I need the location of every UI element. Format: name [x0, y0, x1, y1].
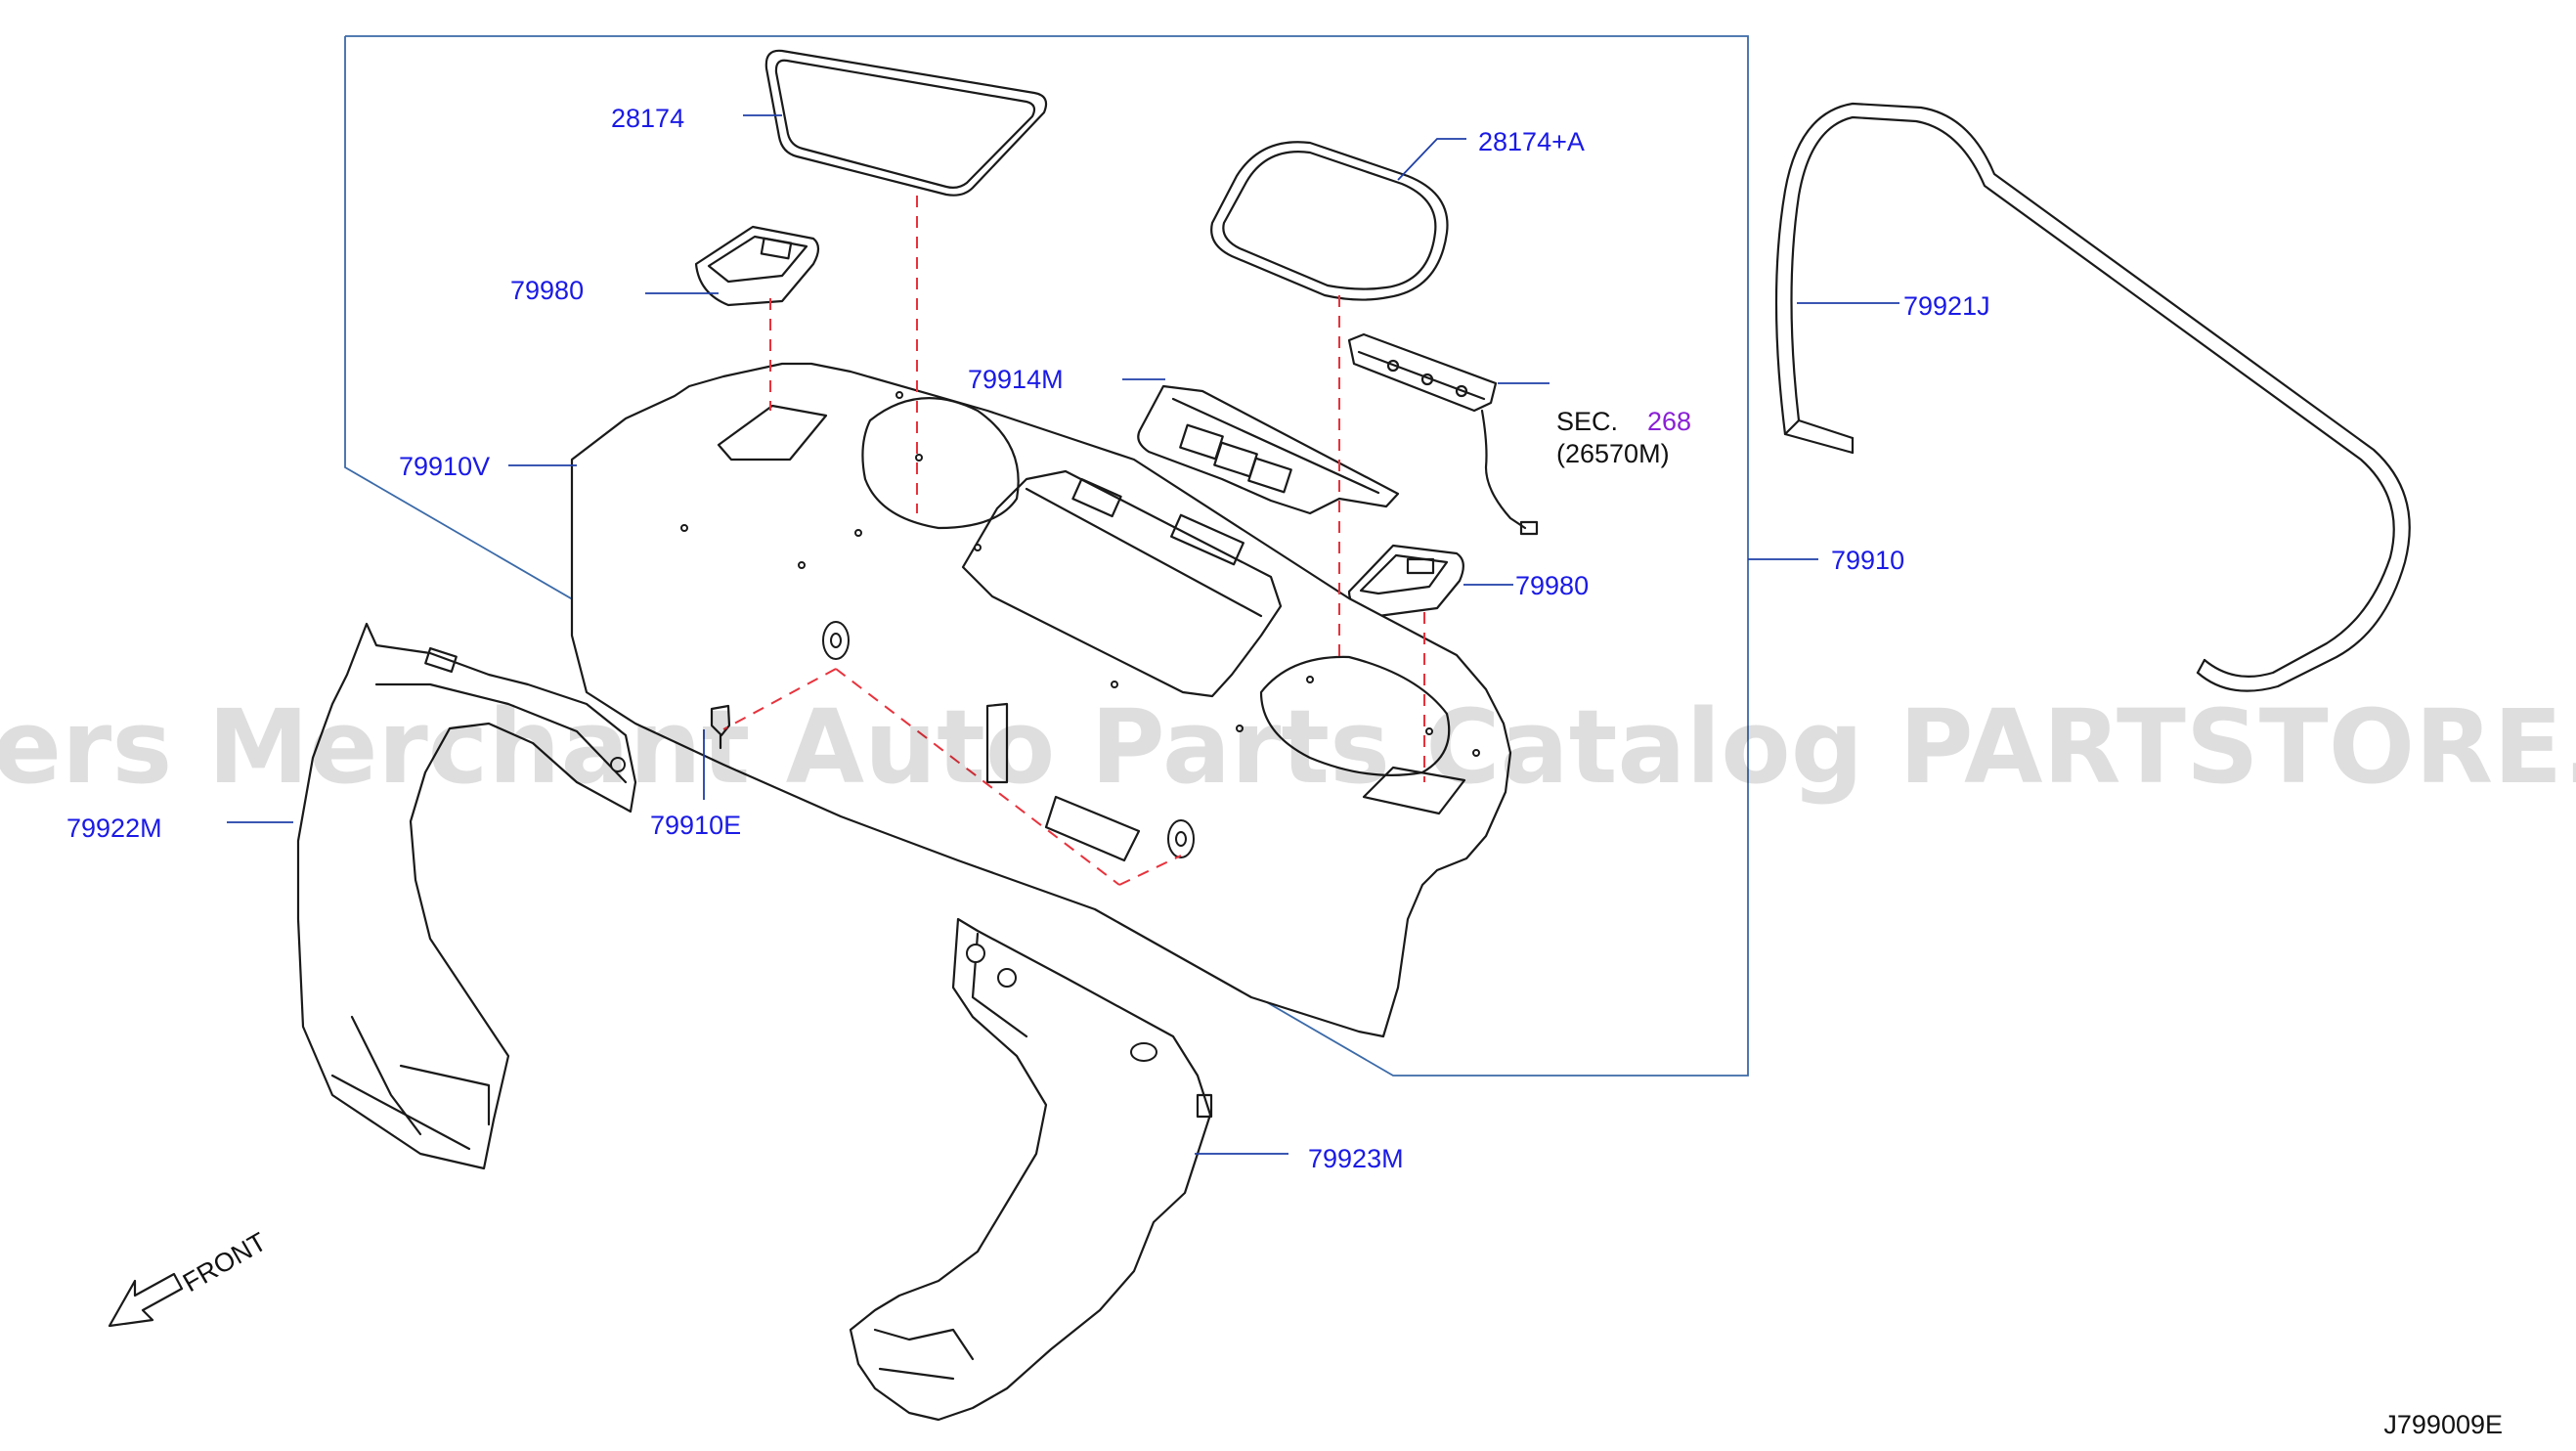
- label-finisher[interactable]: 79914M: [968, 365, 1064, 394]
- side-trim-right[interactable]: [849, 917, 1288, 1422]
- label-seal-ring-left[interactable]: 28174: [611, 104, 684, 133]
- label-lid-left[interactable]: 79980: [510, 276, 584, 305]
- stop-lamp-unit[interactable]: [1347, 332, 1550, 536]
- assembly-guides: [722, 196, 1425, 886]
- seal-ring-left[interactable]: [743, 49, 1048, 197]
- front-label: FRONT: [178, 1227, 272, 1297]
- section-prefix: SEC.: [1556, 407, 1618, 436]
- label-assembly[interactable]: 79910: [1831, 546, 1904, 575]
- label-side-trim-left[interactable]: 79922M: [66, 813, 162, 843]
- label-lid-right[interactable]: 79980: [1515, 571, 1589, 600]
- finisher[interactable]: [1122, 378, 1400, 515]
- lid-left[interactable]: [645, 225, 820, 307]
- watermark: Offers Merchant Auto Parts Catalog PARTS…: [0, 687, 2576, 807]
- section-link[interactable]: 268: [1647, 407, 1691, 436]
- label-side-trim-right[interactable]: 79923M: [1308, 1144, 1404, 1173]
- label-weatherstrip[interactable]: 79921J: [1903, 291, 1990, 321]
- label-parcel-shelf[interactable]: 79910V: [399, 452, 490, 481]
- label-seal-ring-right[interactable]: 28174+A: [1478, 127, 1585, 156]
- seal-ring-right[interactable]: [1210, 138, 1466, 301]
- diagram-code: J799009E: [2383, 1410, 2503, 1439]
- front-direction-arrow: [108, 1272, 184, 1328]
- section-part-number: (26570M): [1556, 439, 1670, 468]
- label-clip[interactable]: 79910E: [650, 811, 741, 840]
- lid-right[interactable]: [1347, 544, 1513, 618]
- weatherstrip[interactable]: [1774, 102, 2411, 692]
- parcel-shelf[interactable]: [508, 362, 1512, 1038]
- assembly-frame: [344, 35, 1818, 1077]
- side-trim-left[interactable]: [227, 622, 637, 1170]
